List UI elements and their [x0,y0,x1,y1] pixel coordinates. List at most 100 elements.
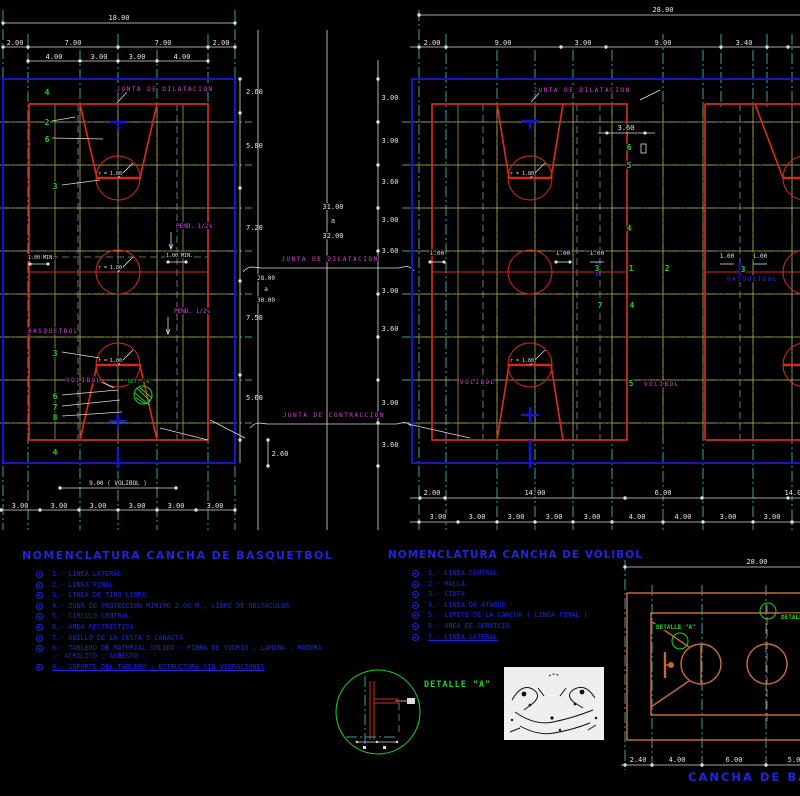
ref-number: 3 [741,265,746,274]
bullet-icon [36,634,43,642]
dim-label: 1.00 [430,250,445,257]
dim-label: 3.00 [575,39,592,47]
dim-100-ticks [428,260,767,265]
dim-label: 3.00 [430,513,447,521]
min-dim-label: 1.00 MIN. [28,255,55,261]
dim-label: 3.00 [129,53,146,61]
dim-360-ticks [598,131,655,135]
anchor-symbol [407,698,415,704]
ref-number: 5 [627,161,632,170]
dim-label: 3.00 [90,502,107,510]
dim-label: 7.00 [65,39,82,47]
volibol-label: VOLIBOL [460,379,496,386]
post-symbol [640,143,647,154]
dim-label: 2.00 [424,489,441,497]
list-item: 6.- AREA RESTRICTIVA [36,623,332,631]
dim-label: 3.00 [129,502,146,510]
nomenclatura-volibol-title: NOMENCLATURA CANCHA DE VOLIBOL [388,549,643,561]
dim-label: 2.40 [630,756,647,764]
dim-label: 9.00 [495,39,512,47]
bullet-icon [36,663,43,671]
list-item: 1.- LINEA CENTRAL [412,569,638,577]
dim-label: 9.00 ( VOLIBOL ) [89,480,147,487]
dim-label: 28.00 [746,558,767,566]
dim-label: 4.00 [46,53,63,61]
detail-linework [346,676,415,749]
ref-number: 6 [53,392,58,401]
junta-dilatacion-label: JUNTA DE DILATACION [116,86,213,93]
radius-label: r = 1.80 [510,171,534,177]
overall-dim: a [331,217,335,225]
dim-label: 2.00 [213,39,230,47]
detail-a-marker [133,385,153,406]
ref-number: 5 [629,379,634,388]
dim-label: 14.00 [784,489,800,497]
radius-label: r = 1.80 [98,265,122,271]
list-item-text: 6.- AREA DE SERVICIO [428,621,510,630]
dim-label: 3.00 [469,513,486,521]
detail-circle [335,669,421,755]
ref-number: 4 [630,301,635,310]
list-item: 9.- SOPORTE DEL TABLERO ; ESTRUCTURA SIN… [36,663,332,671]
dim-label: 2.60 [272,450,289,458]
small-plan-title: CANCHA DE BASQU [688,770,800,784]
dim-label: 3.40 [736,39,753,47]
list-item: 4.- LINEA DE ATAQUE [412,601,638,609]
list-item-text: 1.- LINEA LATERAL [52,570,122,578]
dim-label: 3.00 [720,513,737,521]
bullet-icon [36,602,43,610]
bullet-icon [36,613,43,621]
dim-label: 18.00 [108,14,129,22]
slab-outline [411,78,800,464]
basketball-court-2-partial [704,103,800,441]
dim-label: 3.60 [382,441,399,449]
list-item-text: 9.- SOPORTE DEL TABLERO ; ESTRUCTURA SIN… [52,662,265,671]
list-item-text: 7.- ANILLO DE LA CESTA O CANASTA [52,633,183,642]
dim-label: 9.00 [655,39,672,47]
dim-label: 5.60 [246,394,263,402]
right-plan: r = 1.80 r = 1.80 JUNTA DE DILATACION 3.… [407,78,800,468]
dim-label: 3.60 [382,325,399,333]
sketch-dots [510,689,598,732]
list-item-text: 4.- ZONA DE PROTECCION MINIMO 2.00 M., L… [52,601,290,610]
detail-a-callout: DETALLE "A" [781,614,800,621]
net-post-symbols [109,120,127,468]
det-a-label: DET. "A" [128,379,152,385]
list-item: 2.- MALLA [412,580,638,588]
overall-dim: 30.00 [257,297,275,304]
ref-number: 7 [53,403,58,412]
dim-label: 3.00 [12,502,29,510]
overall-dim: 28.00 [257,275,275,282]
dim-label: 3.00 [584,513,601,521]
ref-number: 6 [627,143,632,152]
dim-label: 3.00 [546,513,563,521]
dim-label: 1.00 [556,250,571,257]
detail-callout-circle [759,602,777,620]
small-court-plan: 28.00 DETALLE "A" DETALLE "A" 2.40 4.00 … [621,557,800,770]
detail-a-title: DETALLE "A" [424,680,491,690]
radius-leaders [117,162,134,366]
bullet-icon [36,623,43,631]
bullet-icon [36,581,43,589]
dim-label: 7.20 [246,224,263,232]
list-item: 6.- AREA DE SERVICIO [412,622,638,630]
bullet-icon [412,570,419,577]
ref-number: 2 [45,118,50,127]
detail-callout-circle [671,632,689,650]
dim-label: 2.00 [7,39,24,47]
dim-label: 3.60 [382,178,399,186]
ref-number: 7 [598,301,603,310]
bullet-icon [36,592,43,600]
dim-label: 14.00 [524,489,545,497]
dim-label: 28.00 [652,6,673,14]
bullet-icon [412,601,419,609]
hoop-symbol [668,662,674,668]
bullet-icon [412,622,419,630]
dim-label: 6.00 [726,756,743,764]
junta-dilatacion-label: JUNTA DE DILATACION [533,87,630,94]
list-item: 4.- ZONA DE PROTECCION MINIMO 2.00 M., L… [36,602,332,610]
junta-dilatacion-label: JUNTA DE DILATACION [281,256,378,263]
sketch-linework [509,673,597,735]
list-item-text: 3.- LINEA DE TIRO LIBRE [52,591,147,600]
